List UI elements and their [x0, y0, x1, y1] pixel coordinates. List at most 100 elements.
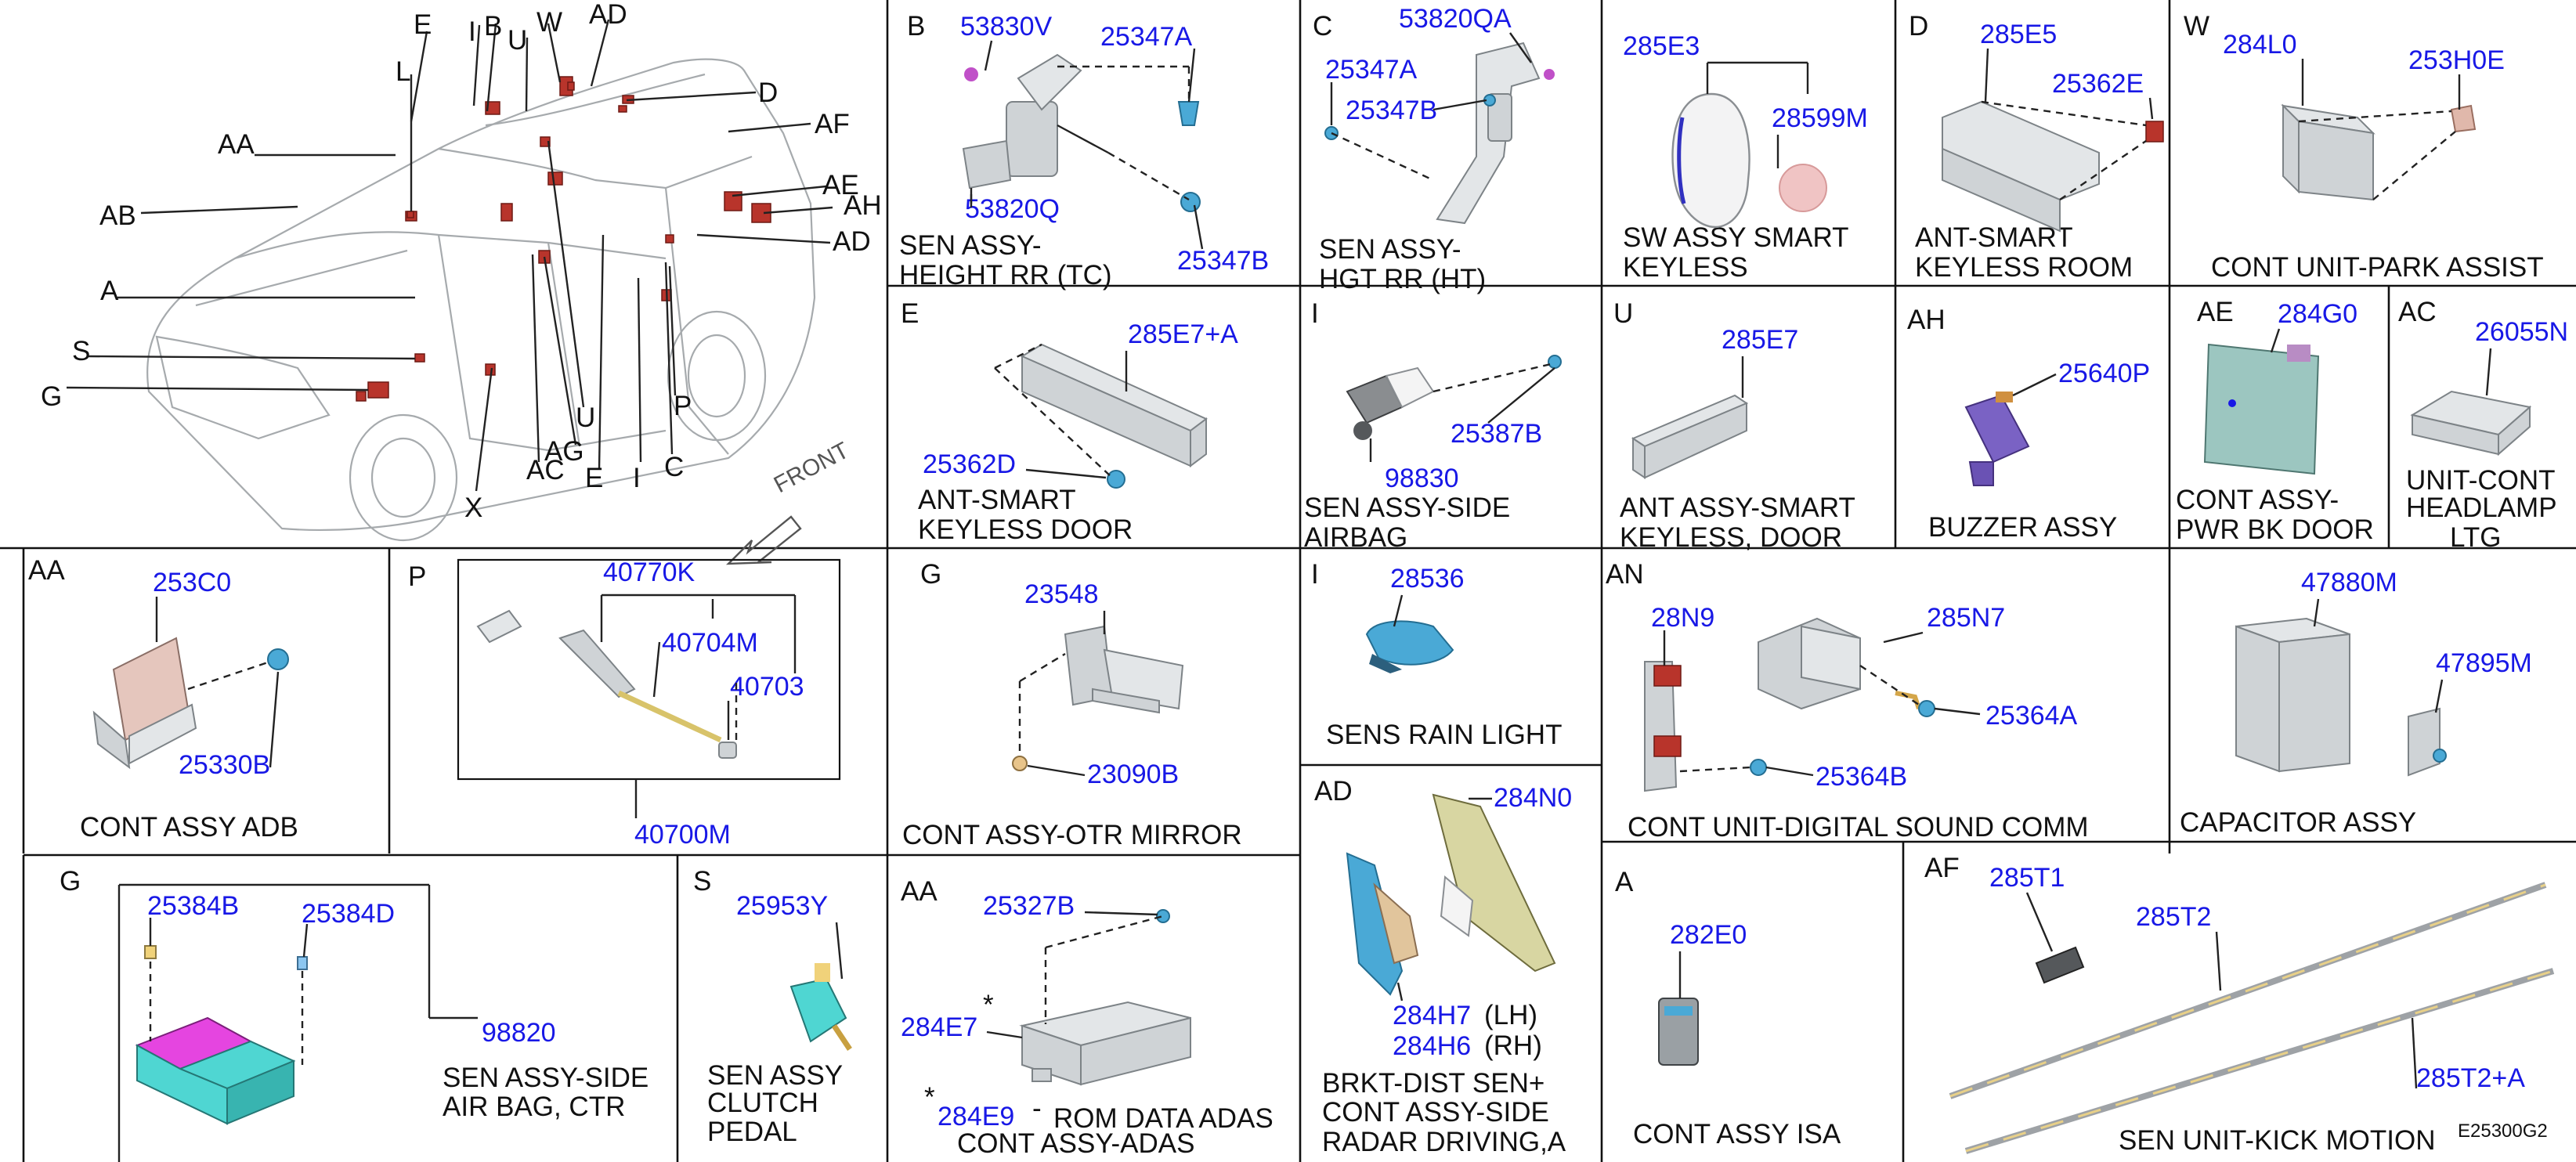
door-antenna-drawing [994, 343, 1208, 489]
part-number: 25362E [2052, 69, 2144, 99]
panel-buzzer-assy: AH 25640P BUZZER ASSY [1907, 305, 2150, 543]
panel-caption-line: HEIGHT RR (TC) [899, 260, 1112, 290]
panel-sen-assy-clutch-pedal: S 25953Y SEN ASSY CLUTCH PEDAL [693, 866, 852, 1147]
panel-ant-assy-smart-keyless-door: U 285E7 ANT ASSY-SMART KEYLESS, DOOR [1613, 298, 1855, 553]
part-number: 285T2+A [2416, 1063, 2525, 1093]
panel-letter: B [907, 11, 925, 42]
isa-unit-drawing [1658, 951, 1699, 1066]
panel-letter: W [2184, 11, 2209, 42]
panel-caption-line: KEYLESS DOOR [918, 514, 1133, 545]
panel-letter: I [1311, 559, 1319, 590]
panel-caption-line: RADAR DRIVING,A [1322, 1127, 1566, 1157]
airbag-ctr-drawing [117, 883, 478, 1162]
part-number: 25640P [2058, 359, 2150, 388]
panel-letter: AH [1907, 305, 1946, 335]
part-number: 285T1 [1989, 863, 2065, 893]
adas-unit-drawing [986, 909, 1191, 1086]
panel-cont-assy-otr-mirror: G 23548 23090B CONT ASSY-OTR MIRROR [902, 559, 1242, 850]
part-number: 25362D [923, 449, 1016, 479]
panel-caption-line: KEYLESS, DOOR [1620, 522, 1842, 553]
part-number: 40703 [730, 672, 804, 702]
part-number: 53820Q [965, 194, 1060, 224]
panel-letter: I [1311, 298, 1319, 329]
door-antenna-u-drawing [1631, 356, 1749, 479]
panel-sen-assy-height-rr-tc: B 53830V 25347A 53820Q 25347B SEN ASSY- … [899, 11, 1269, 290]
car-label: L [396, 56, 410, 87]
car-label: AD [589, 0, 627, 30]
panel-letter: AC [2398, 297, 2437, 327]
part-number: 25384B [147, 891, 239, 921]
car-label: C [664, 452, 684, 482]
part-number: 47895M [2436, 648, 2532, 678]
panel-caption-line: SEN UNIT-KICK MOTION [2119, 1125, 2435, 1156]
car-red-parts [356, 76, 771, 402]
panel-letter: AD [1314, 776, 1353, 807]
panel-caption-line: UNIT-CONT [2406, 465, 2556, 496]
car-leader-lines [66, 19, 833, 492]
panel-cont-assy-adb: AA 253C0 25330B CONT ASSY ADB [28, 555, 298, 843]
panel-cont-unit-park-assist: W 284L0 253H0E CONT UNIT-PARK ASSIST [2184, 11, 2544, 283]
park-assist-unit-drawing [2281, 59, 2477, 201]
headlamp-unit-drawing [2410, 348, 2532, 456]
part-number: 285N7 [1927, 603, 2005, 633]
part-number: 284E7 [901, 1012, 977, 1042]
digital-sound-unit-drawing [1644, 617, 1981, 792]
car-location-labels: E I L U B W AD D AF AA AE AH AB AD A S G… [41, 0, 882, 523]
panel-caption-line: CAPACITOR ASSY [2180, 807, 2416, 838]
part-number: 25330B [179, 750, 270, 780]
kick-sensor-drawing [1949, 882, 2555, 1154]
part-number: 282E0 [1670, 920, 1747, 950]
panel-caption-line: AIRBAG [1304, 522, 1407, 553]
car-label: AA [218, 129, 255, 160]
panel-letter: AE [2197, 297, 2234, 327]
panel-letter: AN [1606, 559, 1644, 590]
part-number: 25384D [302, 899, 395, 929]
part-number: 23548 [1024, 579, 1099, 609]
car-label: AH [844, 190, 882, 221]
panel-caption-line: KEYLESS [1623, 252, 1748, 283]
panel-caption-line: BRKT-DIST SEN+ [1322, 1068, 1545, 1099]
part-number: 98820 [482, 1018, 556, 1048]
panel-caption-line: CONT ASSY ISA [1633, 1119, 1841, 1149]
panel-caption-line: PWR BK DOOR [2176, 514, 2374, 545]
car-label: B [484, 11, 502, 42]
panel-caption-line: CLUTCH [707, 1088, 818, 1118]
rain-light-sensor-drawing [1365, 594, 1454, 673]
part-number: 53820QA [1399, 4, 1512, 34]
side-airbag-sensor-drawing [1346, 355, 1562, 462]
panel-sen-unit-kick-motion: AF 285T1 285T2 285T2+A SEN UNIT-KICK MOT… [1924, 853, 2555, 1156]
panel-cont-assy-isa: A 282E0 CONT ASSY ISA [1615, 867, 1841, 1149]
part-number: 284H6 [1393, 1031, 1471, 1061]
panel-brkt-dist-sen-side-radar: AD 284N0 284H7 284H6 (LH) (RH) BRKT-DIST… [1314, 776, 1572, 1157]
panel-sen-assy-side-airbag: I 25387B 98830 SEN ASSY-SIDE AIRBAG [1304, 298, 1562, 553]
panel-caption-line: PEDAL [707, 1117, 797, 1147]
part-number: 28N9 [1651, 603, 1714, 633]
radar-drawing [1346, 793, 1556, 1001]
pwr-bk-door-unit-drawing [2203, 328, 2320, 475]
panel-letter: A [1615, 867, 1634, 897]
side-designation: (RH) [1484, 1030, 1542, 1061]
mirror-unit-drawing [1012, 611, 1184, 777]
part-number: 47880M [2301, 568, 2397, 597]
panel-letter: AA [901, 876, 938, 907]
part-number: 25347B [1177, 246, 1269, 276]
car-label: D [758, 78, 778, 108]
panel-caption-line: SEN ASSY-SIDE [443, 1063, 649, 1093]
panel-cont-assy-pwr-bk-door: AE 284G0 CONT ASSY- PWR BK DOOR [2176, 297, 2374, 545]
panel-caption-line: ANT ASSY-SMART [1620, 493, 1855, 523]
panel-caption-line: KEYLESS ROOM [1915, 252, 2133, 283]
car-label: AC [526, 455, 565, 485]
front-arrow-icon [725, 515, 802, 565]
part-number: 23090B [1087, 760, 1179, 789]
panel-letter: P [408, 561, 426, 592]
panel-caption-line: SEN ASSY- [899, 230, 1042, 261]
part-number: 285E7+A [1128, 319, 1238, 349]
panel-caption-line: CONT ASSY ADB [80, 812, 298, 843]
panel-sen-assy-hgt-rr-ht: C 53820QA 25347A 25347B SEN ASSY- HGT RR… [1313, 4, 1555, 294]
part-number: 25327B [983, 891, 1075, 921]
part-number: 284L0 [2223, 30, 2297, 60]
panel-caption-line: HGT RR (HT) [1319, 264, 1486, 294]
panel-caption-line: CONT UNIT-DIGITAL SOUND COMM [1628, 812, 2089, 843]
